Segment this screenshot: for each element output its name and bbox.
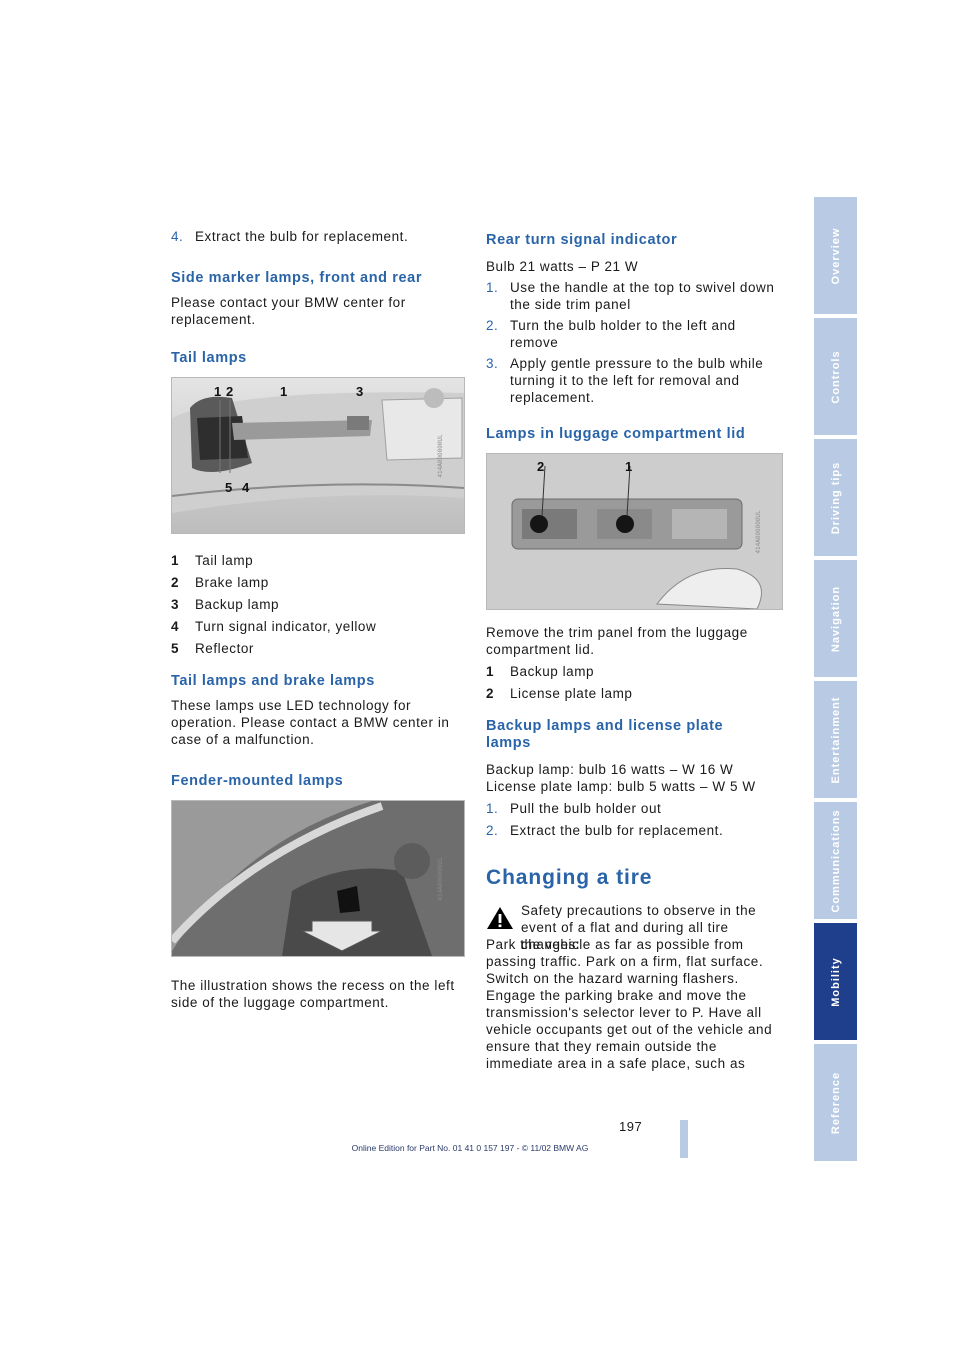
step: 2.Extract the bulb for replacement. xyxy=(486,823,724,838)
right-column: Rear turn signal indicator Bulb 21 watts… xyxy=(486,232,783,1072)
page-number-bar xyxy=(680,1120,688,1158)
tab-mobility[interactable]: Mobility xyxy=(814,923,857,1040)
lid-lamps-illustration xyxy=(487,454,782,609)
turn-signal-steps: 1.Use the handle at the top to swivel do… xyxy=(486,279,781,406)
tail-callout-5: 5 xyxy=(225,480,233,495)
brake-lamps-text: These lamps use LED technology for opera… xyxy=(171,698,450,747)
tire-warning: Safety precautions to observe in the eve… xyxy=(486,902,781,953)
page-number: 197 xyxy=(619,1119,643,1134)
changing-tire-heading: Changing a tire xyxy=(486,866,653,889)
tire-warning-body: Park the vehicle as far as possible from… xyxy=(486,937,773,1071)
tail-lamps-figure: 1 2 1 3 5 4 414A000000UL xyxy=(171,377,465,534)
backup-line-2: License plate lamp: bulb 5 watts – W 5 W xyxy=(486,779,756,794)
tab-driving-tips[interactable]: Driving tips xyxy=(814,439,857,556)
section-sidebar: Overview Controls Driving tips Navigatio… xyxy=(814,197,857,1165)
tail-callout-1b: 1 xyxy=(280,384,288,399)
tab-controls[interactable]: Controls xyxy=(814,318,857,435)
lid-lamps-heading: Lamps in luggage compartment lid xyxy=(486,426,746,442)
tire-warning-lead: Safety precautions to observe in the eve… xyxy=(521,903,757,952)
brake-lamps-heading: Tail lamps and brake lamps xyxy=(171,673,375,689)
step-extract-bulb: 4. Extract the bulb for replacement. xyxy=(171,228,463,245)
step: 3.Apply gentle pressure to the bulb whil… xyxy=(486,356,764,405)
tail-figure-code: 414A000000UL xyxy=(436,433,444,478)
side-marker-text: Please contact your BMW center for repla… xyxy=(171,295,406,327)
fender-caption: The illustration shows the recess on the… xyxy=(171,978,455,1010)
step-text: Extract the bulb for replacement. xyxy=(195,229,409,244)
turn-signal-bulb: Bulb 21 watts – P 21 W xyxy=(486,259,639,274)
tail-callout-4: 4 xyxy=(242,480,250,495)
fender-lamps-illustration xyxy=(172,801,464,956)
tail-lamps-illustration xyxy=(172,378,464,533)
backup-lamps-heading: Backup lamps and license plate lamps xyxy=(486,718,724,751)
step: 1.Use the handle at the top to swivel do… xyxy=(486,280,775,312)
fender-figure-code: 414A000000UL xyxy=(436,856,444,901)
tail-callout-1: 1 xyxy=(214,384,222,399)
left-column: 4. Extract the bulb for replacement. Sid… xyxy=(171,228,465,1011)
warning-triangle-icon xyxy=(487,907,513,929)
lid-figure-code: 414A000000UL xyxy=(754,509,762,554)
lid-text: Remove the trim panel from the luggage c… xyxy=(486,625,748,657)
lid-callout-1: 1 xyxy=(625,459,633,474)
tab-communications[interactable]: Communications xyxy=(814,802,857,919)
turn-signal-heading: Rear turn signal indicator xyxy=(486,232,678,248)
tab-navigation[interactable]: Navigation xyxy=(814,560,857,677)
step: 2.Turn the bulb holder to the left and r… xyxy=(486,318,736,350)
tail-lamps-heading: Tail lamps xyxy=(171,350,247,366)
tab-overview[interactable]: Overview xyxy=(814,197,857,314)
side-marker-heading: Side marker lamps, front and rear xyxy=(171,270,423,286)
backup-steps: 1.Pull the bulb holder out 2.Extract the… xyxy=(486,800,781,839)
tab-reference[interactable]: Reference xyxy=(814,1044,857,1161)
tail-callout-2: 2 xyxy=(226,384,234,399)
step-number: 4. xyxy=(171,229,184,244)
tab-entertainment[interactable]: Entertainment xyxy=(814,681,857,798)
footer-text: Online Edition for Part No. 01 41 0 157 … xyxy=(351,1143,589,1153)
backup-line-1: Backup lamp: bulb 16 watts – W 16 W xyxy=(486,762,734,777)
fender-lamps-heading: Fender-mounted lamps xyxy=(171,773,344,789)
tail-callout-3: 3 xyxy=(356,384,364,399)
lid-callout-2: 2 xyxy=(537,459,545,474)
step: 1.Pull the bulb holder out xyxy=(486,801,662,816)
fender-lamps-figure: 414A000000UL xyxy=(171,800,465,957)
lid-lamps-figure: 2 1 414A000000UL xyxy=(486,453,783,610)
